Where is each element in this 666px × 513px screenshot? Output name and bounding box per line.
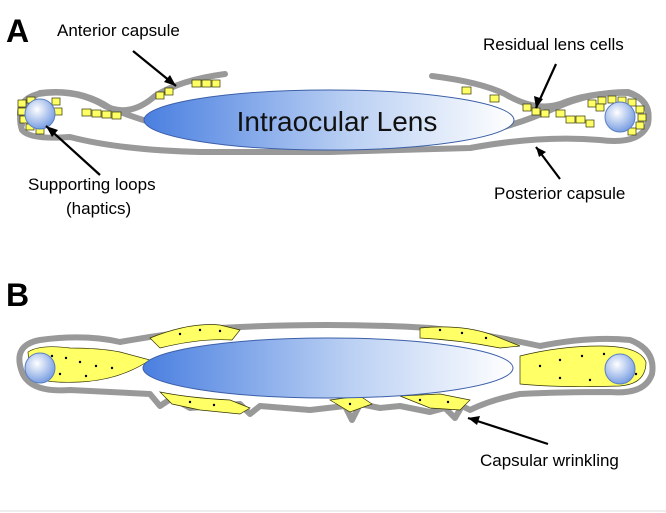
panel-letter-a: A [6,13,29,49]
haptic-left-b [24,352,56,384]
label-haptics-line2: (haptics) [66,199,131,218]
haptic-left-a [24,98,56,130]
leader-capsular-wrinkling [467,416,549,446]
intraocular-lens-optic-a [143,89,515,151]
label-posterior-capsule: Posterior capsule [494,184,625,203]
panel-letter-b: B [6,277,29,313]
intraocular-lens-optic-b [142,337,514,399]
panel-a: A Intraocular Len [6,13,652,218]
label-anterior-capsule: Anterior capsule [57,21,180,40]
label-haptics-line1: Supporting loops [28,175,156,194]
residual-cells-a [17,79,647,136]
anterior-capsule-right [429,73,652,125]
haptic-right-a [604,101,636,133]
label-residual-cells: Residual lens cells [483,35,624,54]
intraocular-lens-label: Intraocular Lens [237,106,438,137]
haptic-right-b [604,353,636,385]
panel-b: B Capsular wrinkling [6,277,656,470]
label-capsular-wrinkling: Capsular wrinkling [480,451,619,470]
leader-haptics [45,125,101,176]
